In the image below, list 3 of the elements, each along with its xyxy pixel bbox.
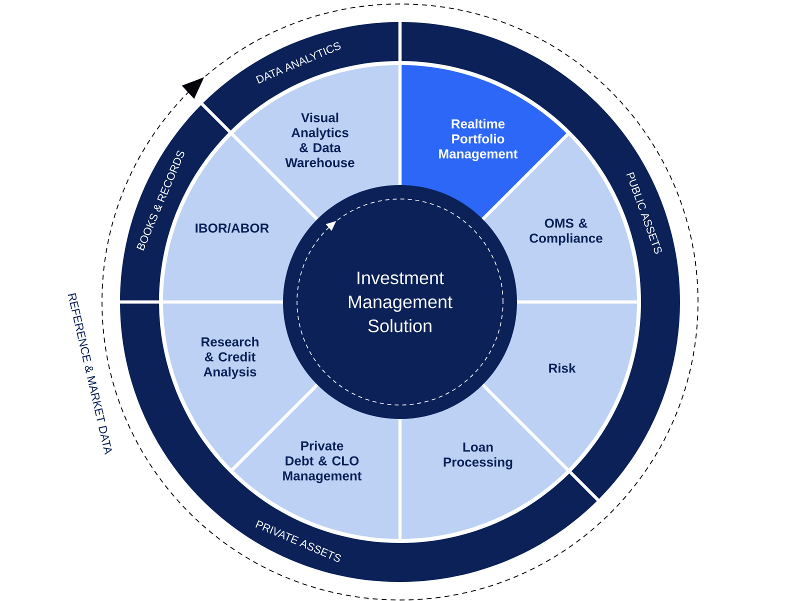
wheel-segment: Loan Processing: [402, 382, 566, 539]
node-label: Research & Credit Analysis: [202, 336, 258, 380]
node-label: Risk: [549, 363, 576, 373]
